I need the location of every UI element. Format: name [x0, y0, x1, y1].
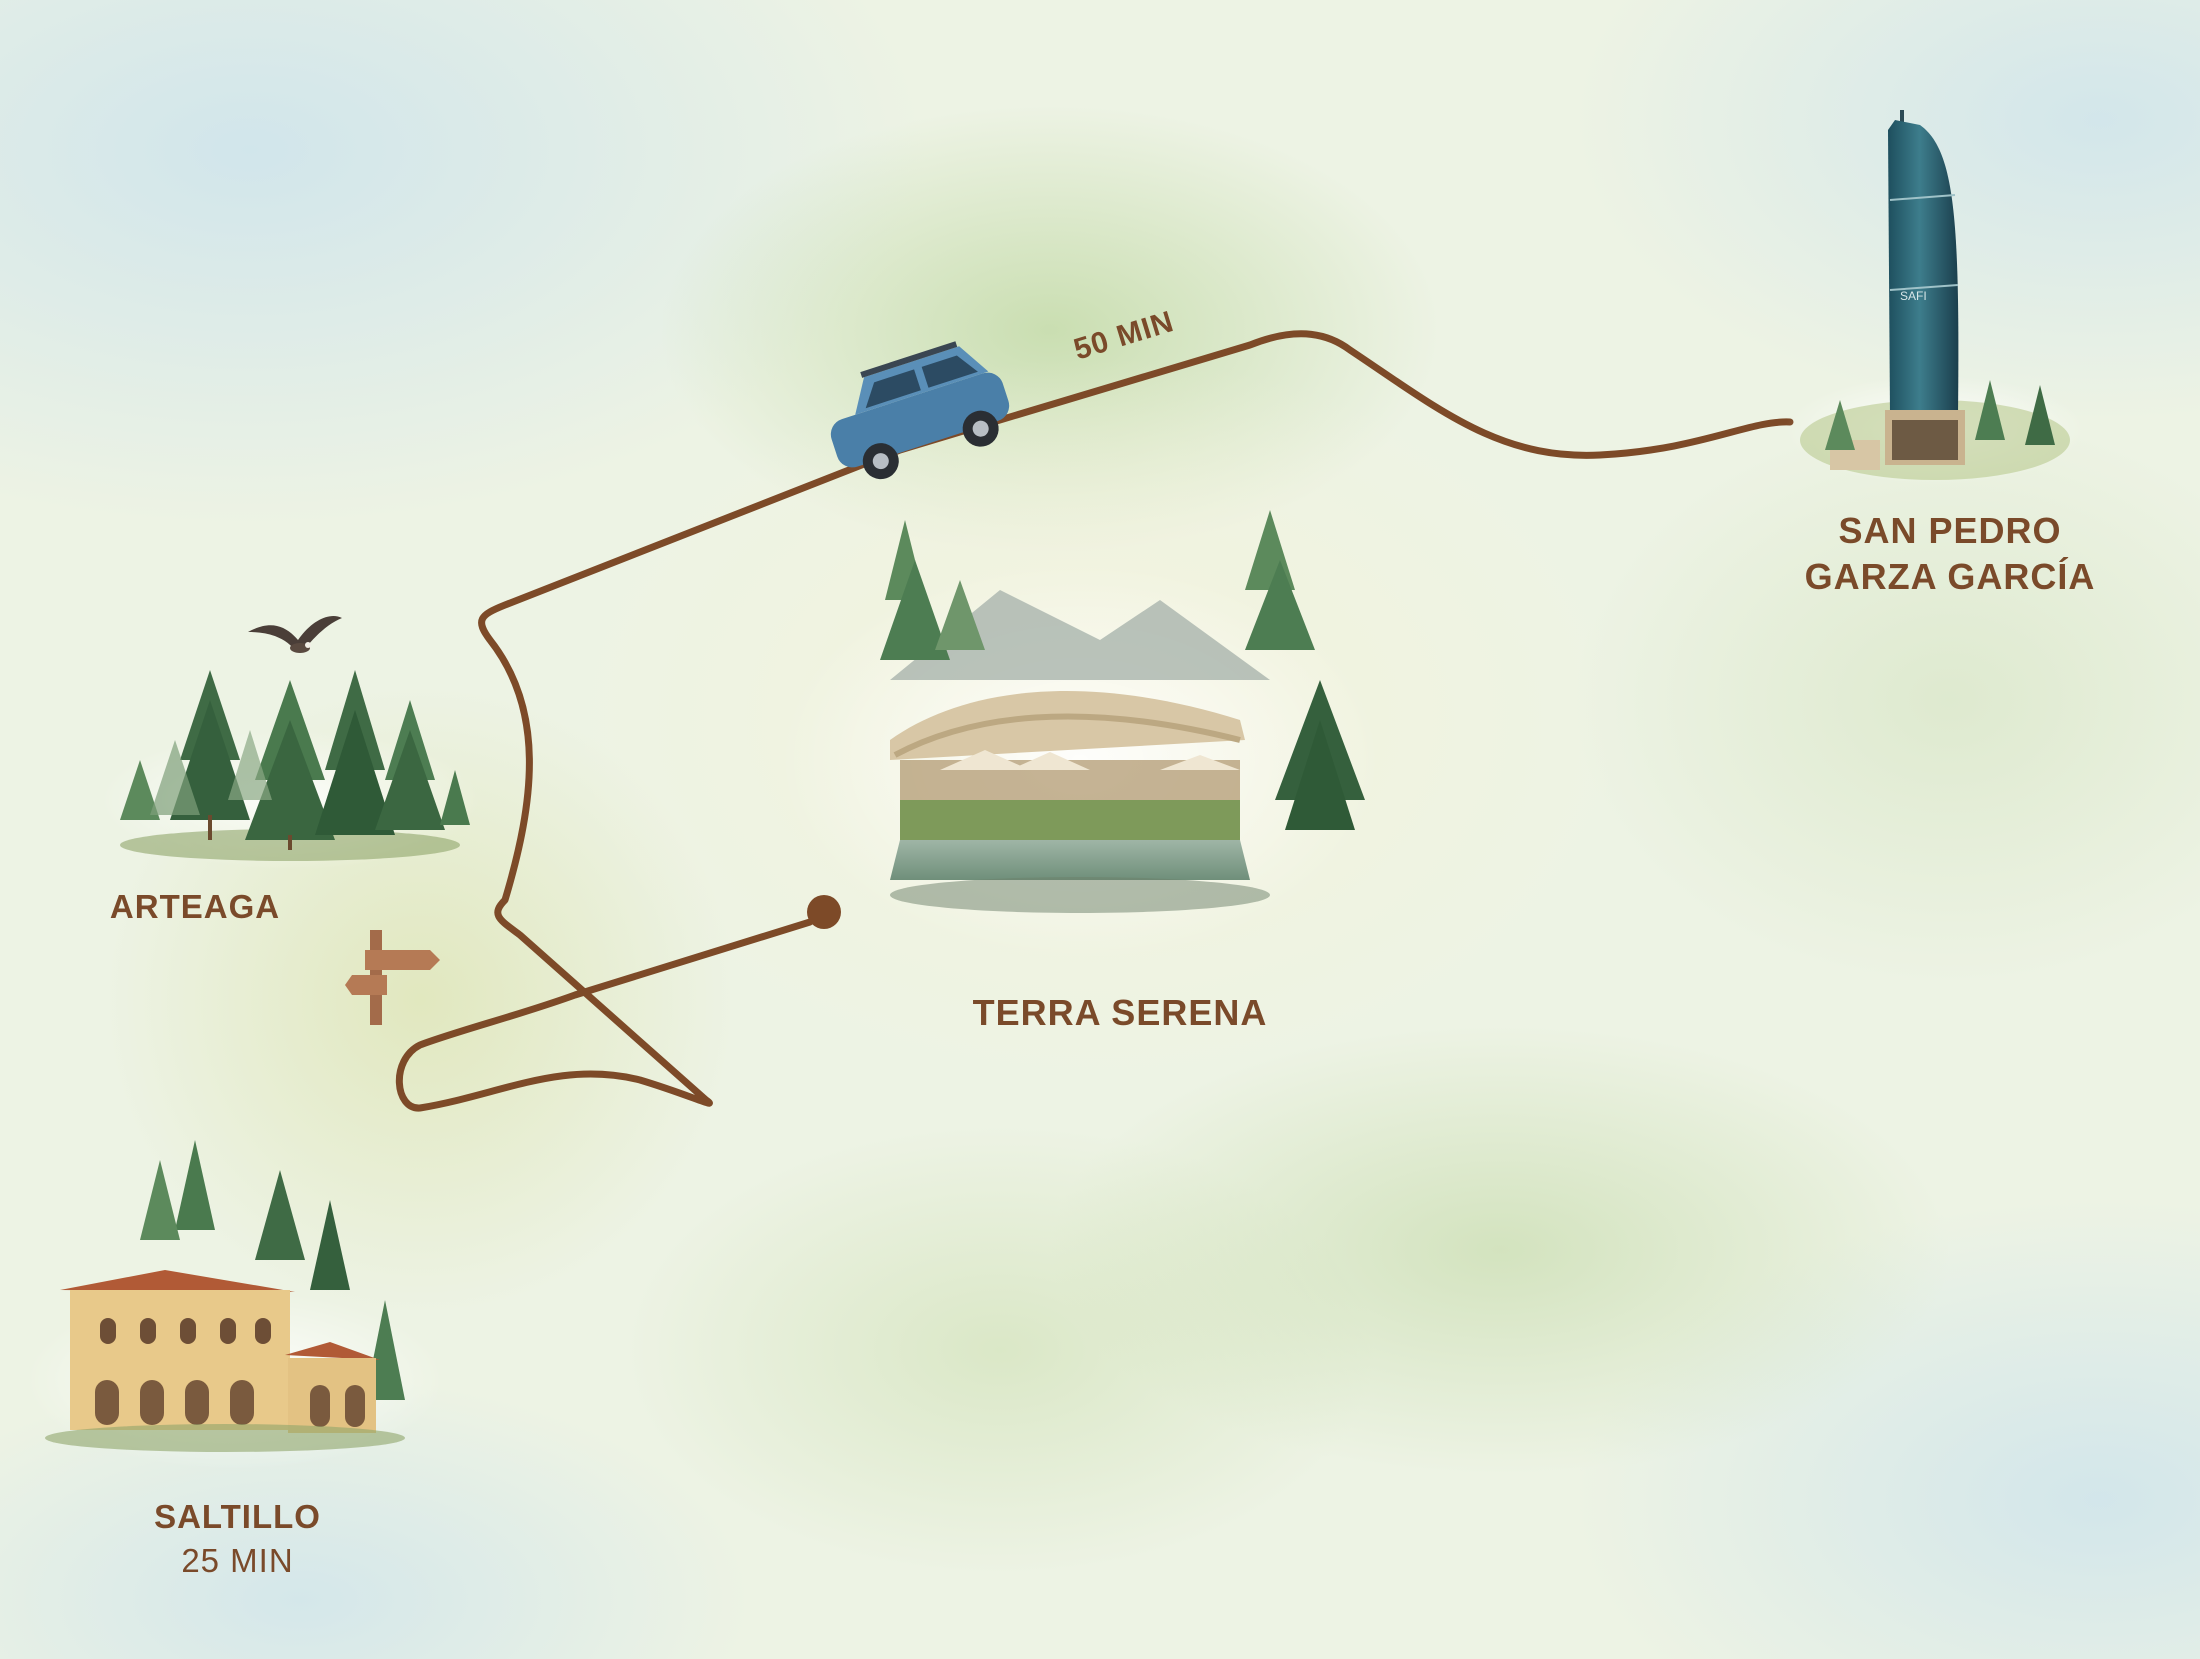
forest-icon: [100, 670, 480, 870]
place-label-san-pedro: SAN PEDRO GARZA GARCÍA: [1770, 508, 2130, 600]
tower-sign: SAFI: [1900, 289, 1927, 303]
signpost-icon: [345, 930, 440, 1025]
place-label-saltillo: SALTILLO 25 MIN: [100, 1495, 375, 1583]
hacienda-icon: [25, 1140, 445, 1470]
place-label-san-pedro-line2: GARZA GARCÍA: [1804, 556, 2096, 597]
car-icon: [830, 341, 1010, 480]
destination-dot-icon: [807, 895, 841, 929]
place-label-san-pedro-line1: SAN PEDRO: [1838, 510, 2062, 551]
place-label-arteaga: ARTEAGA: [109, 888, 281, 925]
place-label-terra-serena: TERRA SERENA: [972, 992, 1268, 1033]
place-label-saltillo-name: SALTILLO: [154, 1498, 321, 1535]
place-label-saltillo-time: 25 MIN: [181, 1542, 294, 1579]
bird-icon: [248, 616, 342, 653]
route-path: [395, 330, 1794, 1112]
tower-icon: SAFI: [1785, 110, 2085, 485]
venue-icon: [780, 510, 1380, 960]
